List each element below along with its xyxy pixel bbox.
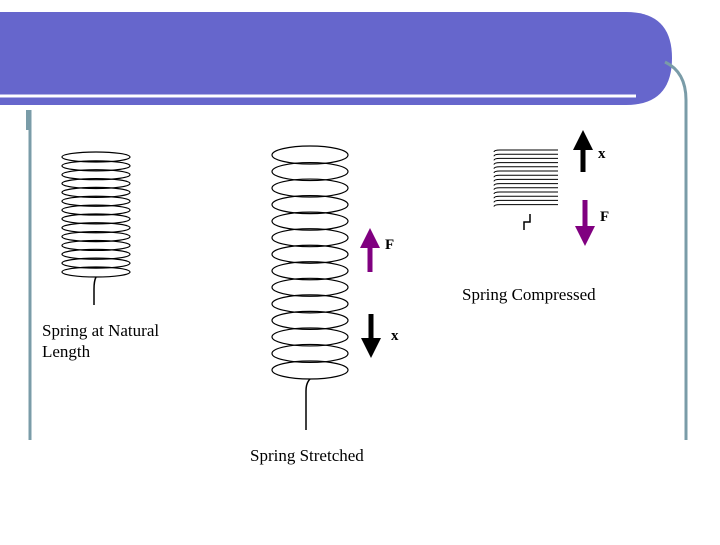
spring-coil: [61, 204, 131, 216]
header-banner: [0, 12, 672, 105]
spring-coil: [271, 211, 349, 231]
spring-coil: [271, 310, 349, 330]
spring-coil: [271, 161, 349, 182]
spring-tail: [523, 214, 531, 230]
spring-coil: [493, 170, 558, 174]
spring-coil: [493, 174, 558, 178]
spring-coil: [271, 360, 349, 380]
spring-coil: [61, 248, 131, 260]
spring-stretched: [271, 145, 349, 430]
spring-coil: [493, 149, 558, 153]
spring-coil: [493, 183, 558, 186]
spring-coil: [61, 239, 131, 252]
slide-frame: [28, 60, 688, 440]
compressed-force-label: F: [600, 209, 610, 225]
banner-shape: [0, 12, 672, 105]
compressed-displacement-arrow: [573, 130, 593, 172]
compressed-force-arrow: [575, 200, 595, 246]
spring-compressed: [493, 149, 558, 230]
compressed-displacement-label: x: [598, 146, 606, 162]
compressed-caption: Spring Compressed: [462, 285, 596, 304]
spring-coil: [493, 199, 558, 203]
stretched-force-label: F: [385, 237, 395, 253]
stretched-displacement-label: x: [391, 328, 399, 344]
spring-coil: [493, 195, 558, 199]
spring-coil: [61, 151, 131, 163]
spring-coil: [493, 187, 558, 190]
spring-coil: [271, 343, 349, 364]
spring-coil: [493, 166, 558, 169]
spring-coil: [61, 222, 131, 234]
frame-right-curve: [664, 60, 688, 440]
spring-coil: [271, 327, 349, 347]
spring-coil: [271, 244, 349, 264]
spring-coil: [271, 294, 349, 314]
spring-coil: [271, 228, 349, 248]
stretched-force-arrow: [360, 228, 380, 272]
spring-tail: [305, 378, 311, 430]
spring-coil: [61, 231, 131, 243]
spring-coil: [61, 169, 131, 181]
spring-coil: [493, 178, 558, 182]
spring-coil: [493, 157, 558, 161]
stretched-displacement-arrow: [361, 314, 381, 358]
spring-coil: [493, 191, 558, 195]
spring-coil: [493, 153, 558, 157]
spring-coil: [493, 204, 558, 207]
spring-coil: [271, 195, 349, 215]
spring-coil: [61, 177, 131, 190]
spring-coil: [493, 162, 558, 165]
natural-caption-line2: Length: [42, 342, 91, 361]
spring-coil: [61, 160, 131, 172]
spring-coil: [61, 186, 131, 198]
spring-coil: [271, 145, 349, 165]
stretched-caption: Spring Stretched: [250, 446, 364, 465]
spring-coil: [271, 277, 349, 297]
spring-coil: [61, 213, 131, 225]
spring-coil: [271, 261, 349, 281]
spring-coil: [61, 195, 131, 207]
spring-coil: [271, 178, 349, 198]
spring-natural-length: [61, 151, 131, 305]
natural-caption-line1: Spring at Natural: [42, 321, 160, 340]
spring-tail: [93, 276, 97, 305]
spring-coil: [61, 257, 131, 269]
